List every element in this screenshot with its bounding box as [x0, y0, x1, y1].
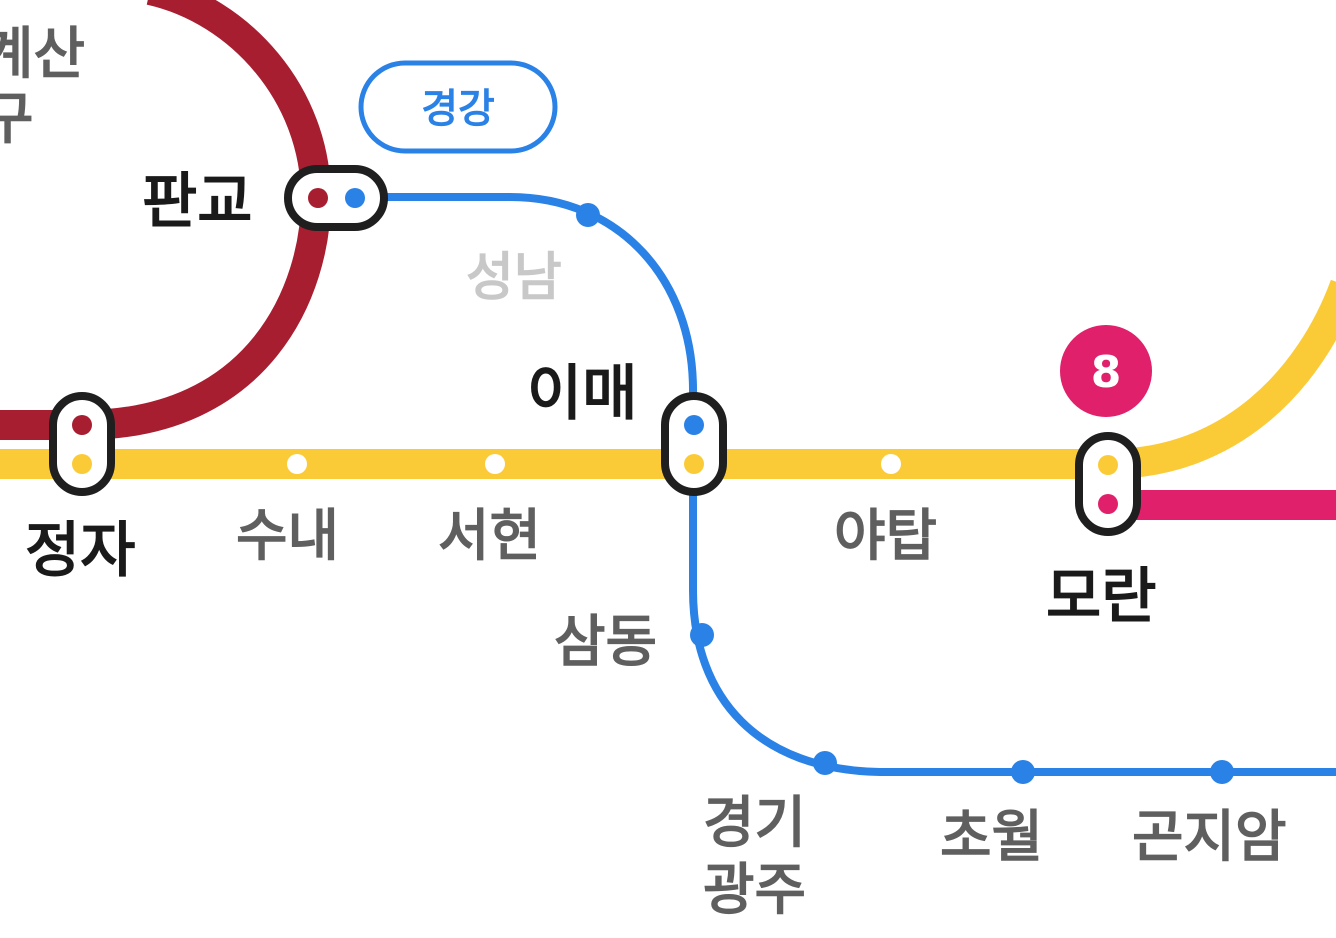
station-label-sunae[interactable]: 수내 [236, 504, 339, 569]
station-dot-icon[interactable] [813, 751, 837, 775]
station-label-imae[interactable]: 이매 [527, 359, 637, 429]
station-label-samdong[interactable]: 삼동 [554, 610, 657, 675]
station-dot-icon[interactable] [287, 454, 307, 474]
line-8-label: 8 [1091, 347, 1122, 398]
station-label-yatap[interactable]: 야탑 [834, 504, 937, 569]
transfer-station-icon[interactable] [1075, 432, 1141, 536]
transfer-station-icon[interactable] [661, 392, 727, 496]
station-label-jeongja[interactable]: 정자 [25, 516, 135, 586]
station-label-gonjiam[interactable]: 곤지암 [1132, 805, 1287, 870]
station-dot-icon[interactable] [1210, 760, 1234, 784]
station-label-moran[interactable]: 모란 [1046, 562, 1156, 632]
line-8-badge-icon: 8 [1060, 325, 1152, 417]
station-label-gyesan-gu: 구 [0, 87, 34, 152]
station-dot-icon[interactable] [690, 623, 714, 647]
station-label-chowol[interactable]: 초월 [940, 805, 1043, 870]
station-dot-icon[interactable] [576, 203, 600, 227]
station-dot-icon[interactable] [1011, 760, 1035, 784]
transfer-station-icon[interactable] [49, 392, 115, 496]
station-label-seohyeon[interactable]: 서현 [438, 504, 541, 569]
station-label-pangyo[interactable]: 판교 [142, 167, 252, 237]
station-label-seongnam[interactable]: 성남 [466, 248, 562, 308]
station-dot-icon[interactable] [485, 454, 505, 474]
transfer-station-icon[interactable] [284, 165, 388, 231]
gyeonggang-line-label: 경강 [421, 86, 495, 132]
station-label-gyeonggi[interactable]: 경기 [703, 791, 806, 856]
station-dot-icon[interactable] [881, 454, 901, 474]
station-label-gyesan: 계산 [0, 22, 85, 87]
gyeonggang-line-badge: 경강 [358, 60, 558, 154]
station-label-gwangju[interactable]: 광주 [703, 858, 806, 923]
